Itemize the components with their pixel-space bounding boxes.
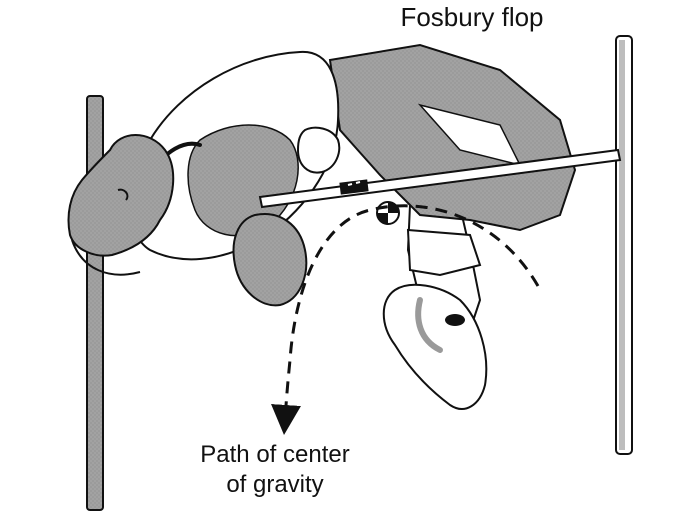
diagram-title: Fosbury flop	[400, 2, 544, 32]
right-upright-pole	[615, 35, 633, 455]
athlete-shoe	[382, 283, 488, 410]
athlete-head	[67, 134, 175, 276]
path-annotation-line-1: Path of center	[200, 441, 350, 468]
crossbar	[258, 148, 622, 209]
path-annotation-line-2: of gravity	[226, 471, 324, 498]
athlete-lower-leg	[406, 228, 482, 277]
left-upright-pole	[86, 95, 104, 511]
center-of-gravity-path	[271, 204, 540, 435]
athlete-torso	[128, 50, 340, 261]
athlete-arm	[232, 126, 341, 307]
path-annotation: Path of center of gravity	[160, 440, 390, 500]
